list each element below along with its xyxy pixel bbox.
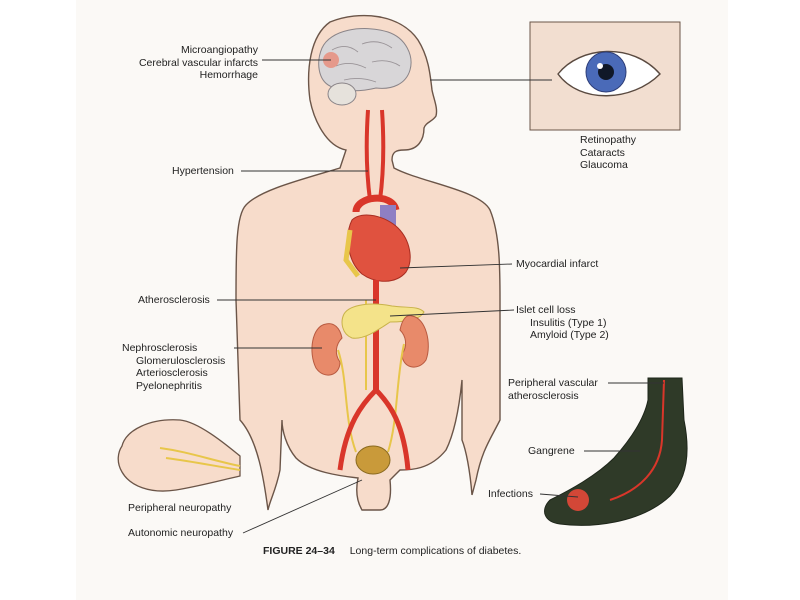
atherosclerosis-label: Atherosclerosis — [138, 294, 210, 307]
label-peripheral-vascular: Peripheral vascular — [508, 377, 598, 390]
figure-number: FIGURE 24–34 — [263, 545, 335, 557]
label-atherosclerosis-foot: atherosclerosis — [508, 390, 598, 403]
bladder — [356, 446, 390, 474]
label-cerebral-infarcts: Cerebral vascular infarcts — [120, 57, 258, 70]
figure-caption: FIGURE 24–34 Long-term complications of … — [263, 545, 521, 557]
kidney-complications-label: Nephrosclerosis Glomerulosclerosis Arter… — [122, 342, 225, 392]
peripheral-neuropathy-label: Peripheral neuropathy — [128, 502, 231, 515]
label-glomerulosclerosis: Glomerulosclerosis — [122, 355, 225, 368]
label-retinopathy: Retinopathy — [580, 134, 636, 147]
label-pyelonephritis: Pyelonephritis — [122, 380, 225, 393]
label-islet-cell-loss: Islet cell loss — [516, 304, 609, 317]
label-arteriosclerosis: Arteriosclerosis — [122, 367, 225, 380]
pancreas-complications-label: Islet cell loss Insulitis (Type 1) Amylo… — [516, 304, 609, 342]
autonomic-neuropathy-label: Autonomic neuropathy — [128, 527, 233, 540]
eye-complications-label: Retinopathy Cataracts Glaucoma — [580, 134, 636, 172]
peripheral-vascular-label: Peripheral vascular atherosclerosis — [508, 377, 598, 402]
hypertension-label: Hypertension — [172, 165, 234, 178]
label-hemorrhage: Hemorrhage — [120, 69, 258, 82]
foot-toe-infection — [567, 489, 589, 511]
label-cataracts: Cataracts — [580, 147, 636, 160]
figure-caption-text: Long-term complications of diabetes. — [350, 545, 522, 557]
hand — [118, 420, 240, 491]
eye-highlight — [597, 63, 603, 69]
label-glaucoma: Glaucoma — [580, 159, 636, 172]
label-amyloid: Amyloid (Type 2) — [516, 329, 609, 342]
infections-label: Infections — [488, 488, 533, 501]
label-insulitis: Insulitis (Type 1) — [516, 317, 609, 330]
gangrene-label: Gangrene — [528, 445, 575, 458]
brain-complications-label: Microangiopathy Cerebral vascular infarc… — [120, 44, 258, 82]
label-nephrosclerosis: Nephrosclerosis — [122, 342, 225, 355]
cerebellum — [328, 83, 356, 105]
myocardial-infarct-label: Myocardial infarct — [516, 258, 598, 271]
label-microangiopathy: Microangiopathy — [120, 44, 258, 57]
